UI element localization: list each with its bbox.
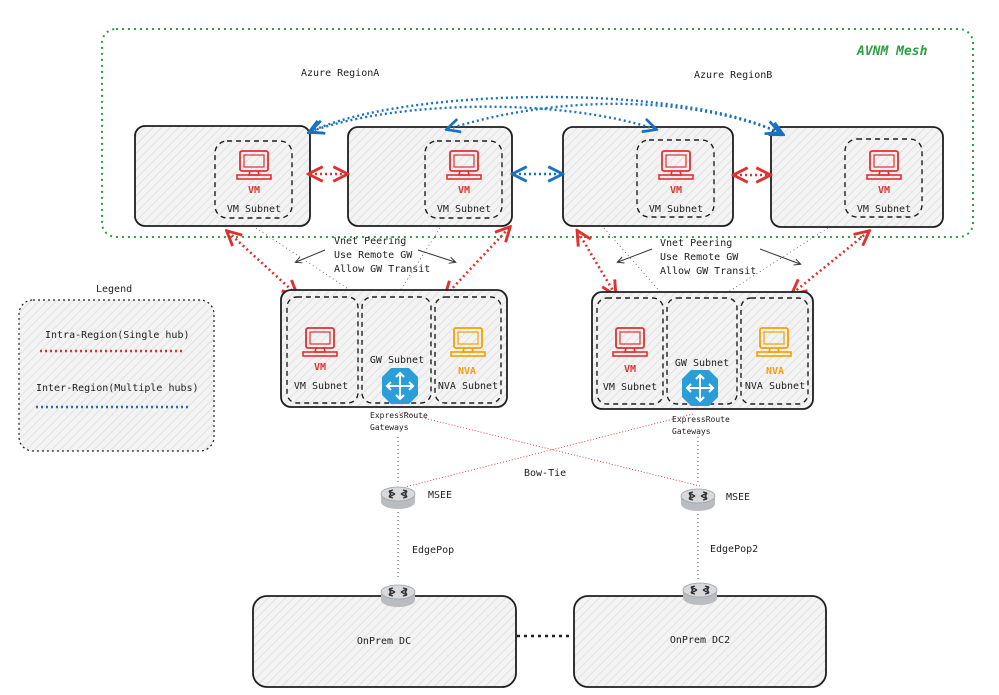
vm-label: VM [458,185,470,196]
spoke-vnet-1[interactable]: VM VM Subnet [134,125,311,227]
legend-intra-label: Intra-Region(Single hub) [45,330,190,341]
expressroute-gateway-icon [682,370,718,406]
peering-note-2-line3: Allow GW Transit [660,266,756,277]
onprem-dc-2[interactable]: OnPrem DC2 [573,595,827,688]
nva-subnet-label: NVA Subnet [745,381,805,392]
vm-subnet-label: VM Subnet [857,204,911,215]
spoke-vnet-3[interactable]: VM VM Subnet [562,126,734,227]
onprem-dc-label: OnPrem DC2 [670,635,730,646]
legend-inter-label: Inter-Region(Multiple hubs) [36,383,199,394]
spoke-vnet-4[interactable]: VM VM Subnet [770,126,944,228]
expressroute-gateway-icon [382,368,418,404]
nva-label: NVA [766,366,784,377]
nva-subnet-box [434,296,502,404]
vm-subnet-box [286,296,359,404]
hub-vnet-1[interactable]: VM VM Subnet GW Subnet NVA NVA Subnet Ex… [280,289,508,432]
onprem-dc-1[interactable]: OnPrem DC [252,595,517,688]
peering-guide [603,227,665,297]
hub-vm-subnet-label: VM Subnet [603,382,657,393]
msee-label-2: MSEE [726,492,750,503]
msee-router-icon-1 [380,486,416,510]
peering-note-1-line3: Allow GW Transit [334,264,430,275]
hub-vm-label: VM [314,362,326,373]
vm-subnet-label: VM Subnet [227,204,281,215]
legend: Legend Intra-Region(Single hub) Inter-Re… [18,284,215,452]
peering-note-arrow [296,249,326,262]
hub-vnet-2[interactable]: VM VM Subnet GW Subnet NVA NVA Subnet Ex… [591,291,814,436]
edgepop-router-icon-1 [380,584,416,608]
spoke-vnet-2[interactable]: VM VM Subnet [347,126,513,227]
vm-subnet-label: VM Subnet [649,204,703,215]
vm-label: VM [248,185,260,196]
peering-note-1-line1: Vnet Peering [334,236,406,247]
hub-vm-label: VM [624,364,636,375]
peering-note-arrow [759,248,800,264]
msee-label-1: MSEE [428,490,452,501]
vm-subnet-box [844,138,923,218]
msee-router-icon-2 [680,488,716,512]
vm-label: VM [878,185,890,196]
gw-subnet-label: GW Subnet [675,358,729,369]
gateway-label-line2: Gateways [672,427,711,436]
vm-subnet-label: VM Subnet [437,204,491,215]
edgepop-label-2: EdgePop2 [710,544,758,555]
avnm-mesh-boundary [101,28,974,238]
region-a-label: Azure RegionA [301,68,379,79]
bowtie-label: Bow-Tie [524,468,566,479]
vm-subnet-box [596,297,664,405]
peering-guide [721,227,829,297]
peering-note-arrow [417,249,455,262]
inter-region-link-2-4 [448,102,778,132]
gateway-label-line1: ExpressRoute [370,411,428,420]
gateway-label-line2: Gateways [370,423,409,432]
nva-label: NVA [458,366,476,377]
bowtie-link-1 [398,411,701,487]
legend-title: Legend [96,284,132,295]
peering-spoke1-hub1 [228,232,296,294]
peering-spoke3-hub2 [578,232,615,294]
onprem-dc-label: OnPrem DC [357,636,411,647]
vm-label: VM [670,185,682,196]
gateway-label-line1: ExpressRoute [672,415,730,424]
peering-note-2-line2: Use Remote GW [660,252,739,263]
gw-subnet-label: GW Subnet [370,355,424,366]
region-b-label: Azure RegionB [694,70,772,81]
peering-note-2-line1: Vnet Peering [660,238,732,249]
hub-vm-subnet-label: VM Subnet [294,381,348,392]
edgepop-router-icon-2 [682,582,718,606]
peering-spoke2-hub1 [446,228,509,295]
edgepop-label-1: EdgePop [412,545,454,556]
peering-note-arrow [618,248,653,262]
peering-spoke4-hub2 [793,232,868,293]
avnm-mesh-title: AVNM Mesh [856,44,928,59]
peering-note-1-line2: Use Remote GW [334,250,413,261]
nva-subnet-label: NVA Subnet [438,381,498,392]
